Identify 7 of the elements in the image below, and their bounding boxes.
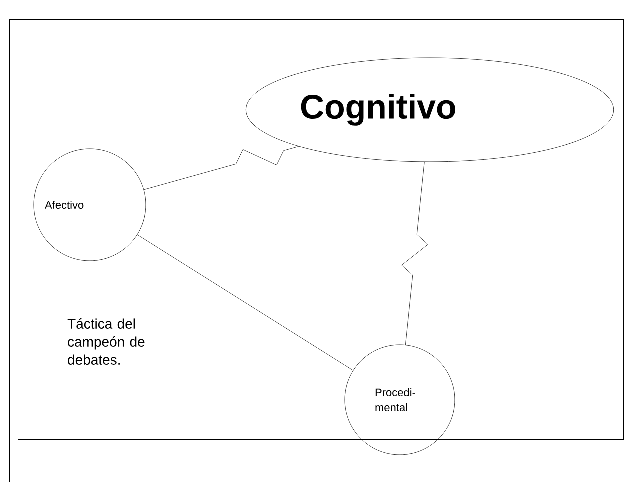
circle-node: Afectivo (34, 148, 146, 262)
circle-node: Procedi- mental (344, 344, 456, 456)
connector-line (144, 146, 300, 190)
note-text: Táctica del campeón de debates. (68, 318, 145, 365)
connector-line (137, 234, 354, 371)
connector-line (402, 162, 428, 346)
ellipse-node: Cognitivo (246, 58, 614, 162)
